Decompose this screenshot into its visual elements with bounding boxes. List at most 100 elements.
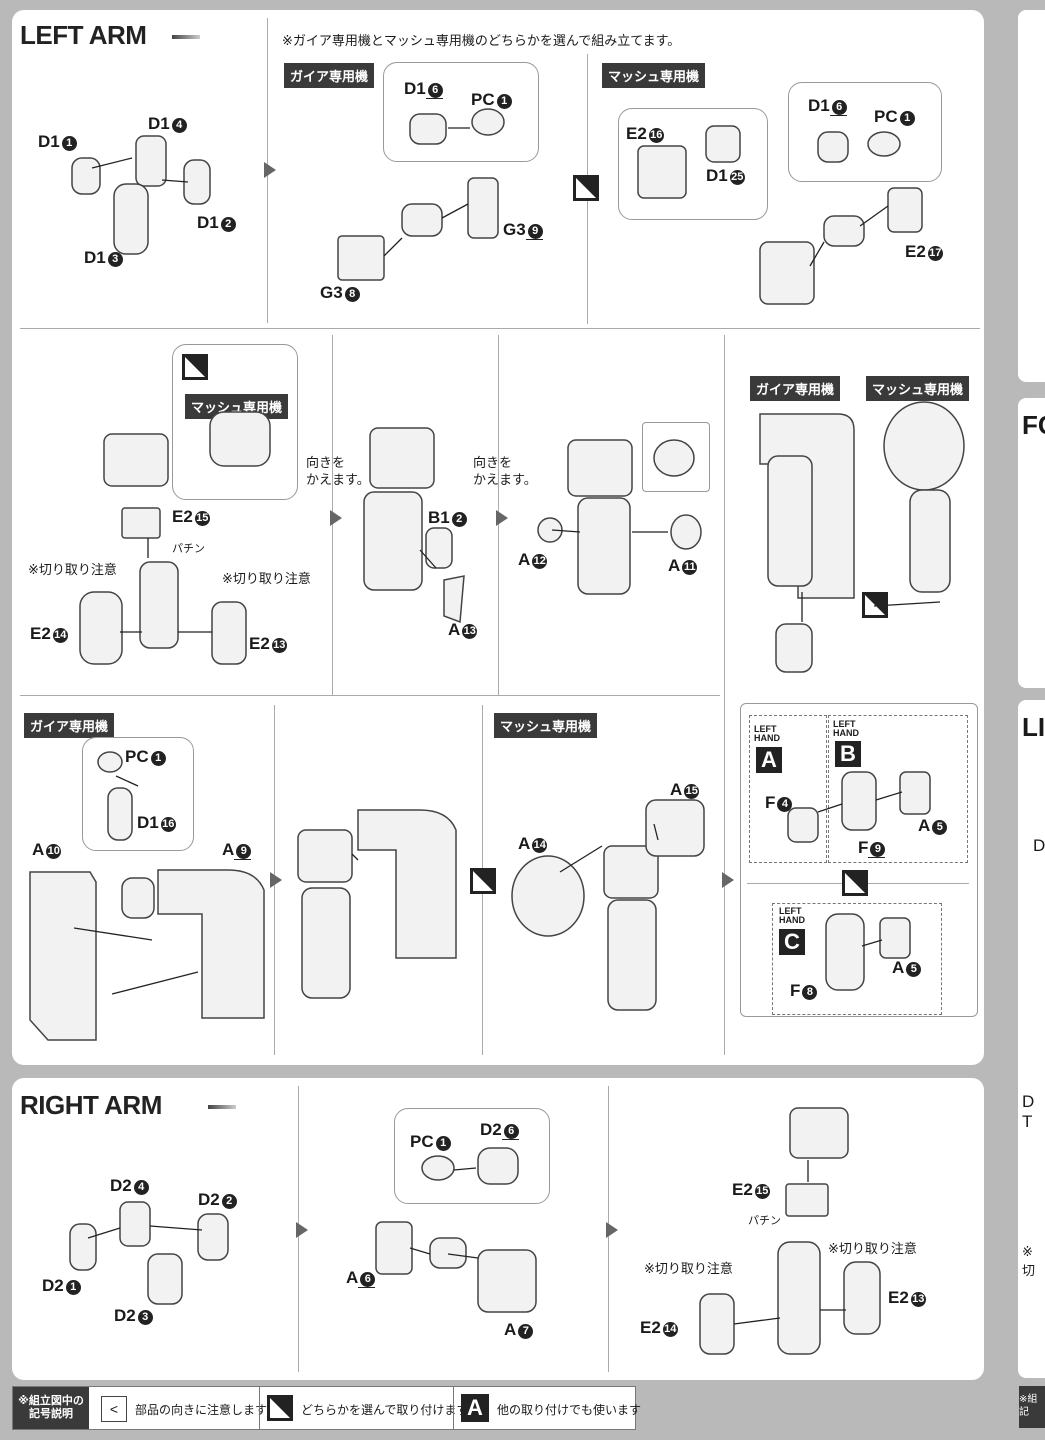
snap-note: パチン (172, 543, 205, 555)
adjacent-page-fc: FC (1022, 410, 1045, 440)
cut-caution-note: ※切り取り注意 (644, 1261, 733, 1276)
mash-tag: マッシュ専用機 (494, 713, 598, 738)
turn-note: 向きを かえます。 (306, 455, 370, 487)
hand-c-label: LEFT HAND (779, 906, 805, 925)
adjacent-page-dt: D T (1022, 1092, 1035, 1131)
arrow-right-icon (722, 872, 734, 888)
adjacent-page-li: LI (1022, 712, 1045, 742)
adjacent-page-d: D (1033, 836, 1045, 855)
other-use-icon: A (461, 1394, 489, 1422)
part-drawings (69, 1107, 881, 1355)
left-arm-title: LEFT ARM (20, 20, 147, 50)
arrow-right-icon (296, 1222, 308, 1238)
adjacent-page-strip (1018, 398, 1045, 688)
adjacent-page-legend: ※組 記 (1019, 1386, 1045, 1428)
adjacent-page-strip (1018, 700, 1045, 1378)
hand-a-badge: A (756, 747, 782, 773)
arrow-right-icon (270, 872, 282, 888)
mash-tag: マッシュ専用機 (602, 63, 706, 88)
mash-tag: マッシュ専用機 (866, 376, 970, 401)
divider (259, 1387, 260, 1429)
legend-item-either: どちらかを選んで取り付けます (301, 1403, 469, 1417)
cut-caution-note: ※切り取り注意 (222, 571, 311, 586)
arrow-right-icon (496, 510, 508, 526)
build-choice-note: ※ガイア専用機とマッシュ専用機のどちらかを選んで組み立てます。 (282, 33, 681, 48)
title-rule (172, 35, 200, 39)
hand-a-label: LEFT HAND (754, 724, 780, 743)
symbol-legend: ※組立図中の 記号説明 < 部品の向きに注意します どちらかを選んで取り付けます… (12, 1386, 641, 1430)
right-arm-title: RIGHT ARM (20, 1090, 162, 1120)
arrow-right-icon (330, 510, 342, 526)
divider (20, 328, 980, 329)
gaia-tag: ガイア専用機 (24, 713, 115, 738)
either-or-icon (573, 175, 599, 201)
divider (20, 695, 720, 696)
divider (453, 1387, 454, 1429)
part-drawings (29, 108, 965, 1041)
gaia-tag: ガイア専用機 (750, 376, 841, 401)
either-or-icon (267, 1395, 293, 1421)
hand-a-box (749, 715, 827, 863)
cut-caution-note: ※切り取り注意 (828, 1241, 917, 1256)
divider (724, 335, 725, 1055)
either-or-icon (470, 868, 496, 894)
arrow-right-icon (264, 162, 276, 178)
hand-b-box (828, 715, 968, 863)
turn-note: 向きを かえます。 (473, 455, 537, 487)
gaia-tag: ガイア専用機 (284, 63, 375, 88)
adjacent-page-strip (1018, 10, 1045, 382)
legend-item-other-use: 他の取り付けでも使います (497, 1403, 642, 1417)
caution-direction-icon: < (101, 1396, 127, 1422)
snap-note: パチン (748, 1215, 781, 1227)
adjacent-page-cut: ※切 (1022, 1244, 1036, 1278)
either-or-icon (842, 870, 868, 896)
detail-bubble (788, 82, 942, 182)
title-rule (208, 1105, 236, 1109)
hand-b-label: LEFT HAND (833, 719, 859, 738)
detail-bubble (383, 62, 539, 162)
left-arm-panel: LEFT ARM ※ガイア専用機とマッシュ専用機のどちらかを選んで組み立てます。… (12, 10, 984, 1065)
cut-caution-note: ※切り取り注意 (28, 562, 117, 577)
legend-heading: ※組立図中の 記号説明 (13, 1387, 89, 1429)
